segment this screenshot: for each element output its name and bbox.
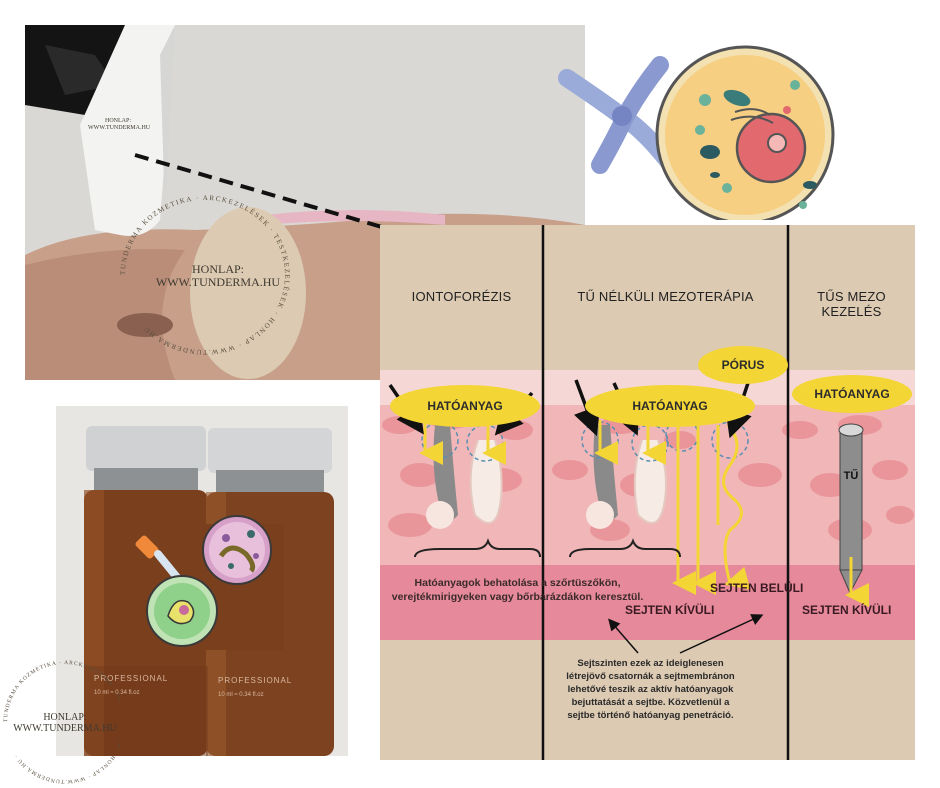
column-title-iontophoresis: IONTOFORÉZIS (411, 289, 512, 304)
cell-dish-icon (146, 575, 218, 647)
label-hatoanyag-3: HATÓANYAG (792, 375, 912, 413)
label-sejten-kivuli-2: SEJTEN KÍVÜLI (802, 603, 892, 617)
bacteria-dish-icon (202, 515, 272, 585)
watermark-line1: HONLAP: (191, 262, 244, 276)
svg-text:TUNDERMA KOZMETIKA · ARCKEZELÉ: TUNDERMA KOZMETIKA · ARCKEZELÉSEK · TEST… (119, 194, 291, 356)
label-sejten-kivuli-1: SEJTEN KÍVÜLI (625, 603, 715, 617)
column-title-needle-free: TŰ NÉLKÜLI MEZOTERÁPIA (577, 289, 754, 304)
label-sejten-beluli: SEJTEN BELÜLI (710, 581, 804, 595)
vial-left-volume: 10 ml ≈ 0.34 fl.oz (94, 690, 140, 696)
watermark-photo: HONLAP: WWW.TUNDERMA.HU (128, 263, 308, 289)
watermark-line2: WWW.TUNDERMA.HU (155, 275, 281, 289)
cell-illustration (558, 45, 835, 220)
vial-right-brand: PROFESSIONAL (218, 676, 293, 685)
vial-right-volume: 10 ml ≈ 0.34 fl.oz (218, 692, 264, 698)
caption-cell-level: Sejtszinten ezek az ideiglenesen létrejö… (566, 658, 735, 721)
label-needle: TŰ (843, 470, 859, 482)
cell-icon (655, 45, 835, 220)
column-title-needle: TŰS MEZO KEZELÉS (817, 289, 886, 319)
vials-photo: PROFESSIONAL 10 ml ≈ 0.34 fl.oz PROFESSI… (56, 406, 348, 756)
watermark-bottom-line2: WWW.TUNDERMA.HU (13, 723, 117, 734)
watermark-bottom: HONLAP: WWW.TUNDERMA.HU (10, 712, 120, 734)
vial-left-brand: PROFESSIONAL (94, 674, 169, 683)
watermark-ring-bottom: TUNDERMA KOZMETIKA · ARCKEZELÉSEK · TEST… (3, 660, 120, 784)
label-porus: PÓRUS (698, 346, 788, 384)
skin-diagram: IONTOFORÉZIS TŰ NÉLKÜLI MEZOTERÁPIA TŰS … (380, 225, 915, 760)
treatment-photo (25, 25, 585, 380)
label-hatoanyag-2: HATÓANYAG (585, 385, 755, 427)
label-hatoanyag-1: HATÓANYAG (390, 385, 540, 427)
watermark-bottom-line1: HONLAP: (43, 712, 87, 723)
watermark-ring: TUNDERMA KOZMETIKA · ARCKEZELÉSEK · TEST… (119, 194, 291, 356)
device-stamp: HONLAP: WWW.TUNDERMA.HU (88, 118, 151, 131)
caption-penetration: Hatóanyagok behatolása a szőrtüszőkön, v… (391, 577, 644, 603)
